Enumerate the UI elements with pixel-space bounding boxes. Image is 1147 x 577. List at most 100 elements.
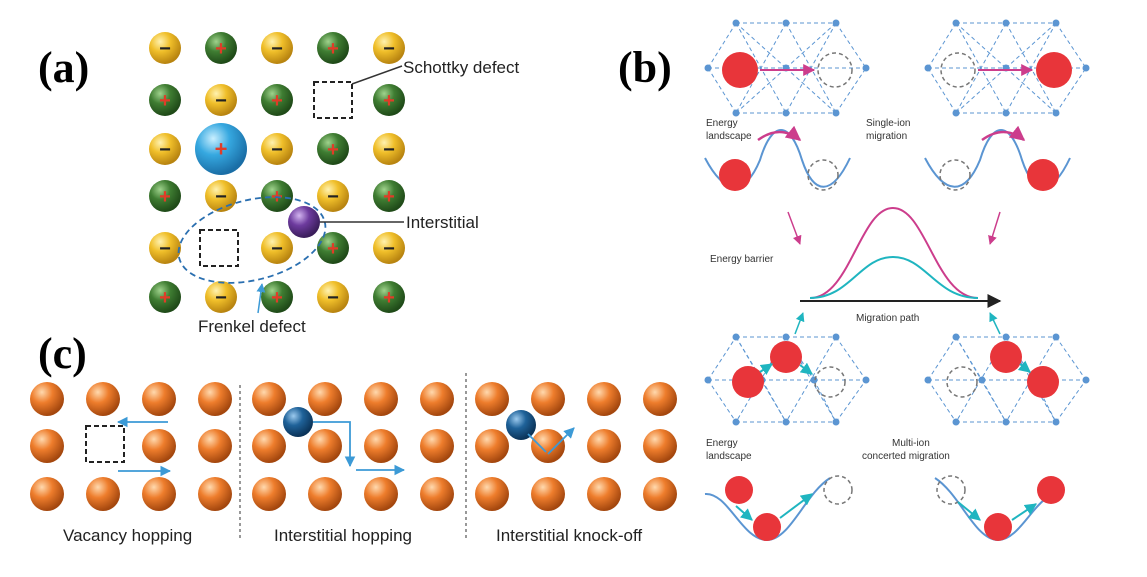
network-bond (735, 336, 763, 381)
cation-ion (317, 133, 349, 165)
anion-charge-sign: − (271, 38, 283, 60)
large-cation-ion (195, 123, 247, 175)
frenkel-label: Frenkel defect (198, 317, 306, 336)
anion-charge-sign: − (159, 238, 171, 260)
network-bond (735, 22, 787, 69)
network-bond (955, 22, 1007, 69)
network-bond (927, 379, 957, 423)
lattice-atom (252, 429, 286, 463)
well-site-top-right (939, 159, 971, 191)
network-node (1052, 109, 1060, 117)
anion-charge-sign: − (383, 38, 395, 60)
network-bond (707, 67, 737, 114)
cation-ion (261, 84, 293, 116)
lattice-atom (531, 429, 565, 463)
panel-c-lattices (30, 382, 677, 511)
cation-ion (261, 281, 293, 313)
cation-ion (317, 32, 349, 64)
concerted-ion-2 (1027, 366, 1059, 398)
lattice-atom (420, 477, 454, 511)
lattice-atom (531, 477, 565, 511)
anion-ion (261, 232, 293, 264)
lattice-atom (142, 429, 176, 463)
lattice-atom (86, 477, 120, 511)
interstitial-label: Interstitial (406, 213, 479, 232)
network-node (952, 418, 960, 426)
panel-b: (b) Energy (618, 19, 1090, 542)
large-cation-charge-sign: + (215, 137, 228, 162)
anion-ion (373, 232, 405, 264)
lattice-atom (252, 477, 286, 511)
anion-ion (149, 32, 181, 64)
flow-arrow-up-right (989, 312, 1001, 335)
network-bond (813, 379, 837, 423)
panel-c: (c) Vacancy hopping Interstitial hopping… (30, 329, 677, 545)
well-ion-bottom-left-2 (753, 513, 781, 541)
network-bond (1055, 22, 1087, 69)
lattice-atom (142, 477, 176, 511)
cation-charge-sign: + (383, 287, 395, 309)
network-bond (981, 379, 1007, 423)
cation-charge-sign: + (271, 90, 283, 112)
panel-c-letter: (c) (38, 329, 87, 378)
panel-a: (a) −+−+−+−++−+−+−+−+−+−−+−+−+−+ Schottk… (38, 32, 520, 336)
frenkel-vacancy (199, 229, 239, 267)
cation-charge-sign: + (271, 287, 283, 309)
network-node (732, 109, 740, 117)
anion-charge-sign: − (215, 90, 227, 112)
lattice-atom (420, 429, 454, 463)
lattice-atom (198, 477, 232, 511)
panel-a-lattice: −+−+−+−++−+−+−+−+−+−−+−+−+−+ (149, 32, 405, 313)
lattice-atom (364, 477, 398, 511)
cation-ion (149, 281, 181, 313)
anion-ion (373, 32, 405, 64)
cation-charge-sign: + (383, 90, 395, 112)
network-bond (927, 22, 957, 69)
network-node (732, 333, 740, 341)
cation-ion (205, 32, 237, 64)
network-bond (735, 67, 787, 114)
network-node (1002, 109, 1010, 117)
network-node (862, 376, 870, 384)
lattice-atom (30, 477, 64, 511)
cation-ion (261, 180, 293, 212)
network-bond (835, 379, 867, 423)
anion-ion (149, 133, 181, 165)
origin-site (946, 366, 978, 398)
single-ion-network (704, 19, 870, 117)
migrating-ion (722, 52, 758, 88)
network-bond (1005, 67, 1057, 114)
migration-path-label: Migration path (856, 313, 919, 324)
energy-barrier-label: Energy barrier (710, 254, 774, 265)
cation-ion (317, 232, 349, 264)
network-node (1002, 418, 1010, 426)
network-node (924, 376, 932, 384)
single-ion-network (924, 19, 1090, 117)
network-bond (707, 379, 737, 423)
network-node (952, 19, 960, 27)
network-node (978, 376, 986, 384)
lattice-atom (587, 382, 621, 416)
migrated-ion (1036, 52, 1072, 88)
well-ion-bottom-right-2 (1037, 476, 1065, 504)
anion-charge-sign: − (271, 238, 283, 260)
hopping-interstitial-atom (283, 407, 313, 437)
anion-charge-sign: − (159, 38, 171, 60)
lattice-atom (198, 382, 232, 416)
network-node (1052, 418, 1060, 426)
concerted-arrow-br-2 (1011, 503, 1037, 521)
network-node (782, 109, 790, 117)
well-site-top-left (807, 159, 839, 191)
target-site (814, 366, 846, 398)
anion-charge-sign: − (215, 186, 227, 208)
well-ion-bottom-right-1 (984, 513, 1012, 541)
concerted-arrow (759, 363, 773, 375)
lattice-atom (475, 382, 509, 416)
network-node (1052, 333, 1060, 341)
target-site (817, 52, 853, 88)
lattice-atom (364, 429, 398, 463)
origin-site (940, 52, 976, 88)
